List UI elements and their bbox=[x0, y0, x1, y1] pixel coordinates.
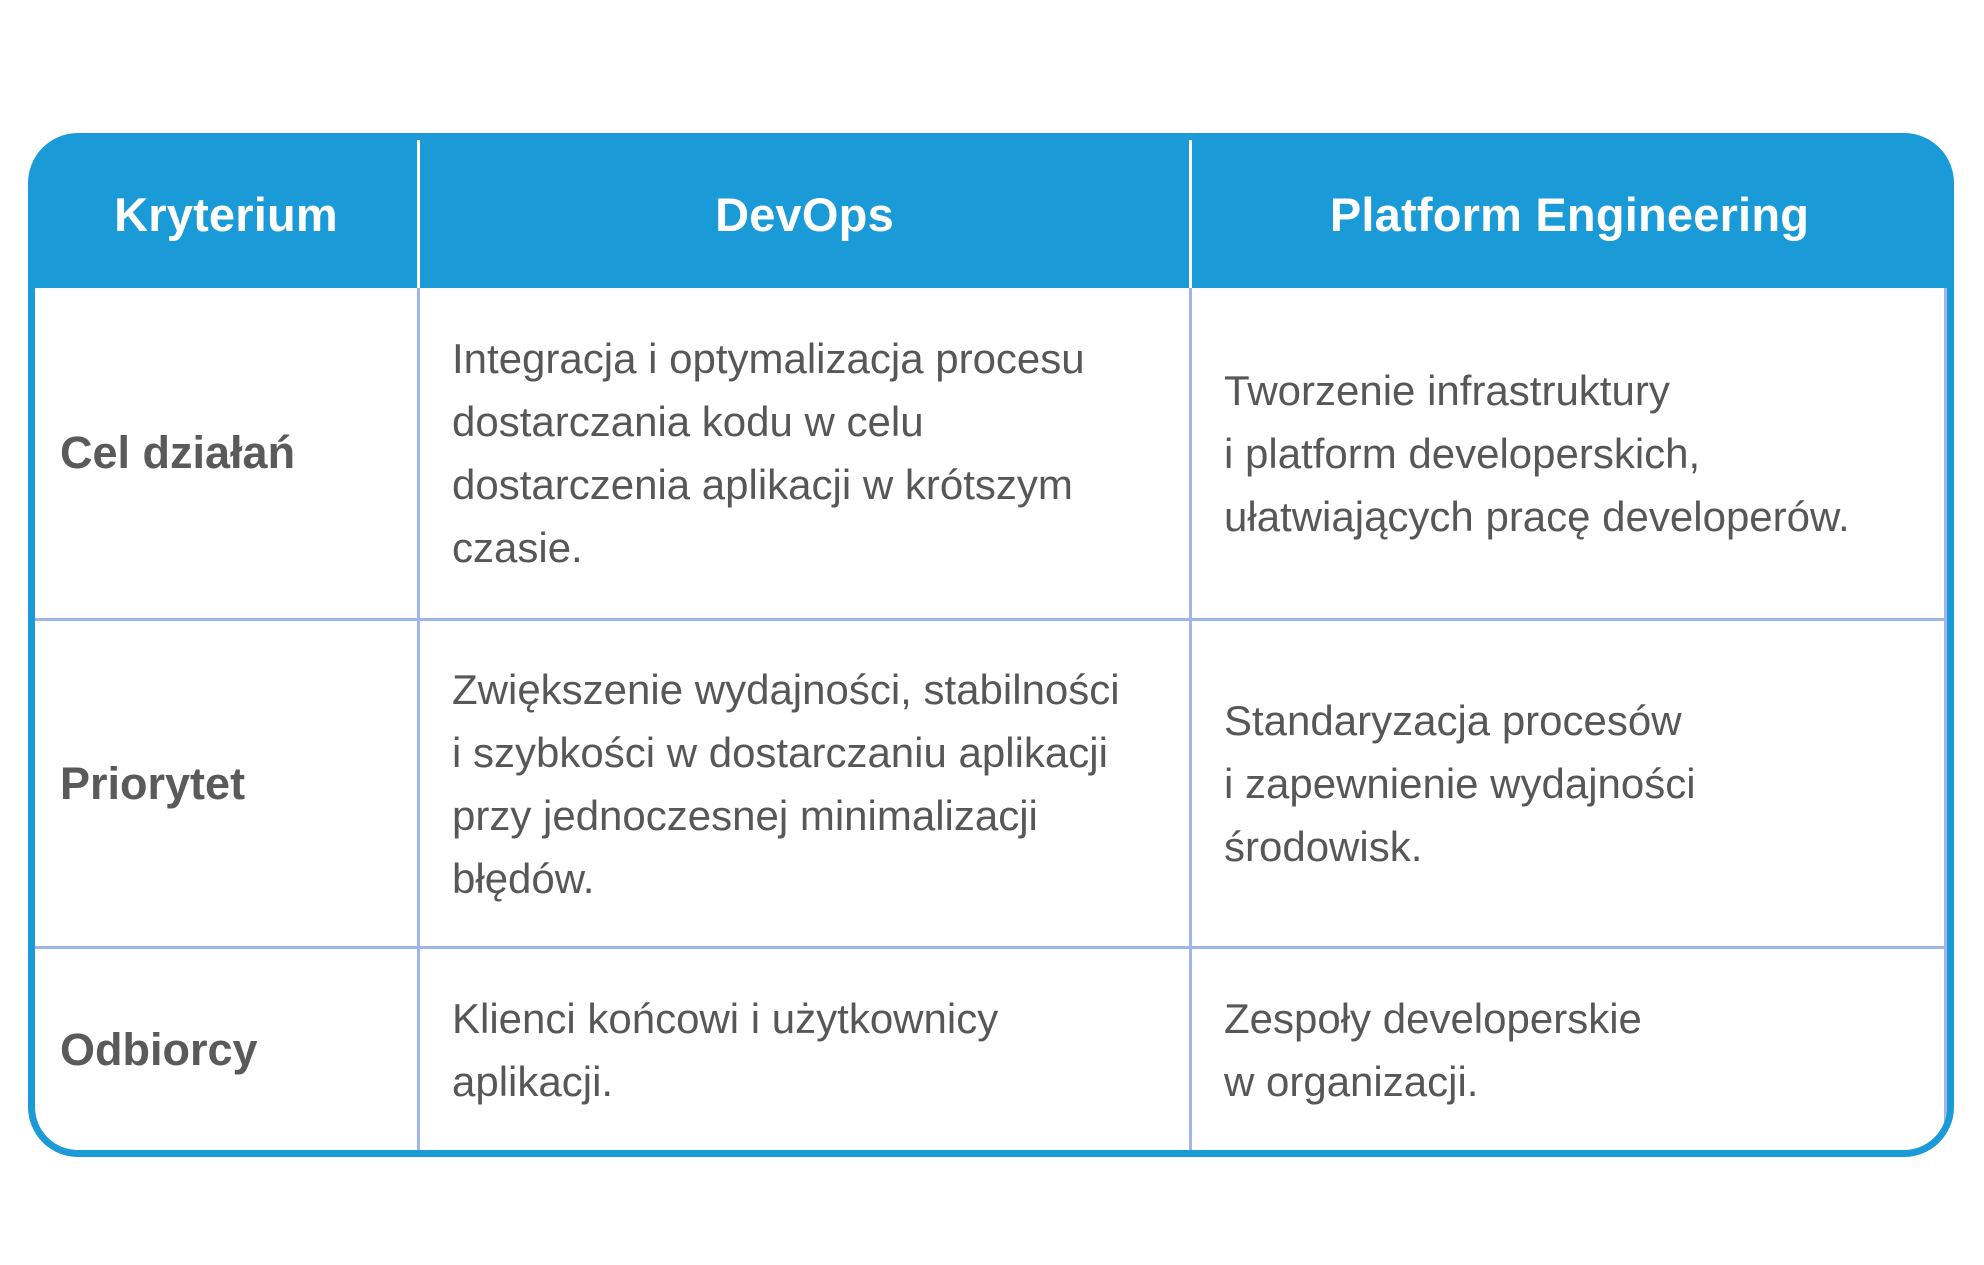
row-priority-platform: Standaryzacja procesów i zapewnienie wyd… bbox=[1189, 618, 1947, 946]
row-audience-criterion: Odbiorcy bbox=[35, 946, 417, 1150]
row-goal-platform: Tworzenie infrastruktury i platform deve… bbox=[1189, 288, 1947, 618]
row-priority-devops: Zwiększenie wydajności, stabilności i sz… bbox=[417, 618, 1189, 946]
comparison-grid: Kryterium DevOps Platform Engineering Ce… bbox=[35, 140, 1947, 1150]
header-devops: DevOps bbox=[417, 140, 1189, 288]
row-audience-devops: Klienci końcowi i użytkownicy aplikacji. bbox=[417, 946, 1189, 1150]
row-goal-criterion: Cel działań bbox=[35, 288, 417, 618]
header-criterion: Kryterium bbox=[35, 140, 417, 288]
header-platform-engineering: Platform Engineering bbox=[1189, 140, 1947, 288]
comparison-table: Kryterium DevOps Platform Engineering Ce… bbox=[28, 133, 1954, 1157]
row-priority-criterion: Priorytet bbox=[35, 618, 417, 946]
row-goal-devops: Integracja i optymalizacja procesu dosta… bbox=[417, 288, 1189, 618]
row-audience-platform: Zespoły developerskie w organizacji. bbox=[1189, 946, 1947, 1150]
